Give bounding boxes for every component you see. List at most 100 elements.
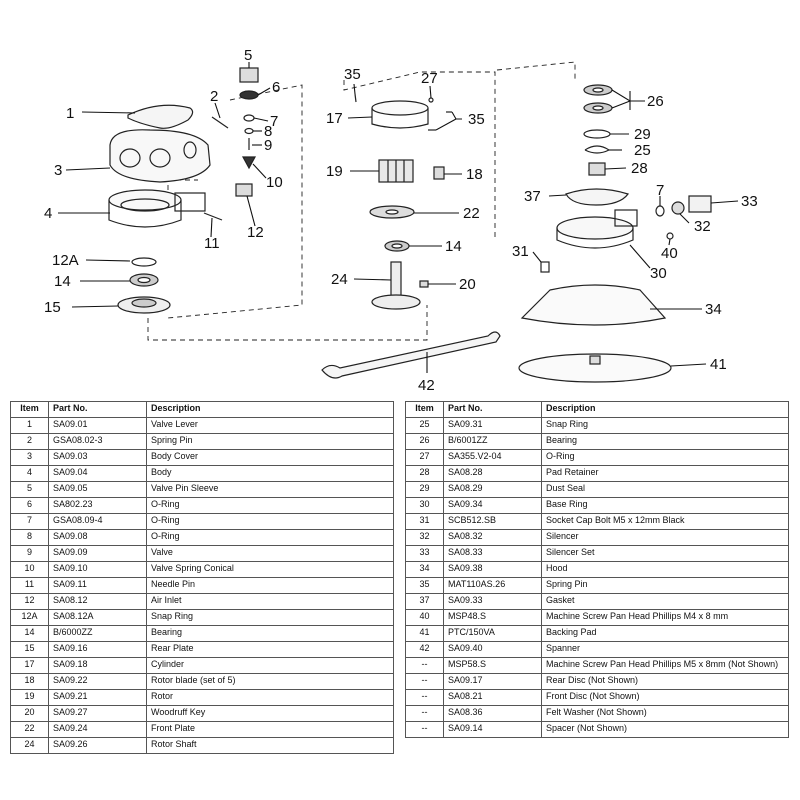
cell-description: Front Disc (Not Shown)	[541, 689, 789, 706]
part-air-inlet	[235, 183, 253, 197]
cell-item: 35	[405, 577, 444, 594]
cell-description: Backing Pad	[541, 625, 789, 642]
cell-description: O-Ring	[146, 529, 394, 546]
part-pad-retainer	[588, 162, 606, 176]
cell-item: 32	[405, 529, 444, 546]
part-spanner	[321, 331, 501, 379]
part-valve-lever	[127, 104, 194, 129]
part-rotor-shaft	[390, 261, 402, 299]
cell-description: Silencer	[541, 529, 789, 546]
cell-description: Hood	[541, 561, 789, 578]
callout-34: 34	[705, 301, 722, 318]
cell-item: 31	[405, 513, 444, 530]
cell-part-no: SA09.17	[443, 673, 542, 690]
part-silencer	[671, 201, 685, 215]
cell-description: Rear Disc (Not Shown)	[541, 673, 789, 690]
cell-part-no: SCB512.SB	[443, 513, 542, 530]
cell-part-no: MAT110AS.26	[443, 577, 542, 594]
exploded-parts-diagram: 1 2 3 4 5 6 7 8 9 10 11 12 12A 14 15 35 …	[44, 47, 758, 394]
part-dust-seal	[583, 129, 611, 139]
part-snap-ring-25	[584, 145, 611, 154]
cell-part-no: SA08.12	[48, 593, 147, 610]
cell-item: 11	[10, 577, 49, 594]
cell-item: 14	[10, 625, 49, 642]
cell-item: 3	[10, 449, 49, 466]
cell-part-no: SA09.26	[48, 737, 147, 754]
cell-part-no: SA09.14	[443, 721, 542, 738]
cell-part-no: SA09.04	[48, 465, 147, 482]
cell-description: Body Cover	[146, 449, 394, 466]
cell-item: 9	[10, 545, 49, 562]
part-woodruff-key	[419, 280, 429, 288]
part-spring-pin	[211, 116, 229, 129]
cell-part-no: SA802.23	[48, 497, 147, 514]
cell-item: 1	[10, 417, 49, 434]
callout-41: 41	[710, 356, 727, 373]
cell-item: 33	[405, 545, 444, 562]
cell-part-no: SA09.24	[48, 721, 147, 738]
cell-part-no: SA08.28	[443, 465, 542, 482]
callout-33: 33	[741, 193, 758, 210]
callout-18: 18	[466, 166, 483, 183]
cell-description: Valve Spring Conical	[146, 561, 394, 578]
part-o-ring-6	[239, 90, 259, 100]
callout-3: 3	[54, 162, 62, 179]
cell-part-no: SA09.38	[443, 561, 542, 578]
cell-description: O-Ring	[146, 513, 394, 530]
cell-description: Machine Screw Pan Head Phillips M4 x 8 m…	[541, 609, 789, 626]
callout-25: 25	[634, 142, 651, 159]
callout-32: 32	[694, 218, 711, 235]
header-description: Description	[541, 401, 789, 418]
cell-item: 37	[405, 593, 444, 610]
cell-description: Gasket	[541, 593, 789, 610]
cell-item: 8	[10, 529, 49, 546]
cell-description: Spring Pin	[541, 577, 789, 594]
cell-description: Spring Pin	[146, 433, 394, 450]
part-body	[108, 189, 182, 211]
cell-item: 12A	[10, 609, 49, 626]
callout-12A: 12A	[52, 252, 79, 269]
cell-description: Rotor	[146, 689, 394, 706]
callout-1: 1	[66, 105, 74, 122]
cell-part-no: SA08.21	[443, 689, 542, 706]
callout-4: 4	[44, 205, 52, 222]
cell-part-no: SA09.10	[48, 561, 147, 578]
cell-description: Spacer (Not Shown)	[541, 721, 789, 738]
callout-labels: 1 2 3 4 5 6 7 8 9 10 11 12 12A 14 15 35 …	[44, 47, 758, 394]
part-silencer-set	[688, 195, 712, 213]
cell-description: O-Ring	[541, 449, 789, 466]
cell-item: 20	[10, 705, 49, 722]
cell-item: 40	[405, 609, 444, 626]
cell-part-no: SA09.09	[48, 545, 147, 562]
cell-description: Silencer Set	[541, 545, 789, 562]
part-backing-pad	[518, 353, 672, 383]
header-item: Item	[405, 401, 444, 418]
cell-item: 17	[10, 657, 49, 674]
part-machine-screw	[666, 232, 674, 240]
cell-item: 41	[405, 625, 444, 642]
cell-description: Snap Ring	[146, 609, 394, 626]
cell-part-no: SA355.V2-04	[443, 449, 542, 466]
cell-description: Air Inlet	[146, 593, 394, 610]
cell-part-no: SA09.16	[48, 641, 147, 658]
cell-description: Socket Cap Bolt M5 x 12mm Black	[541, 513, 789, 530]
